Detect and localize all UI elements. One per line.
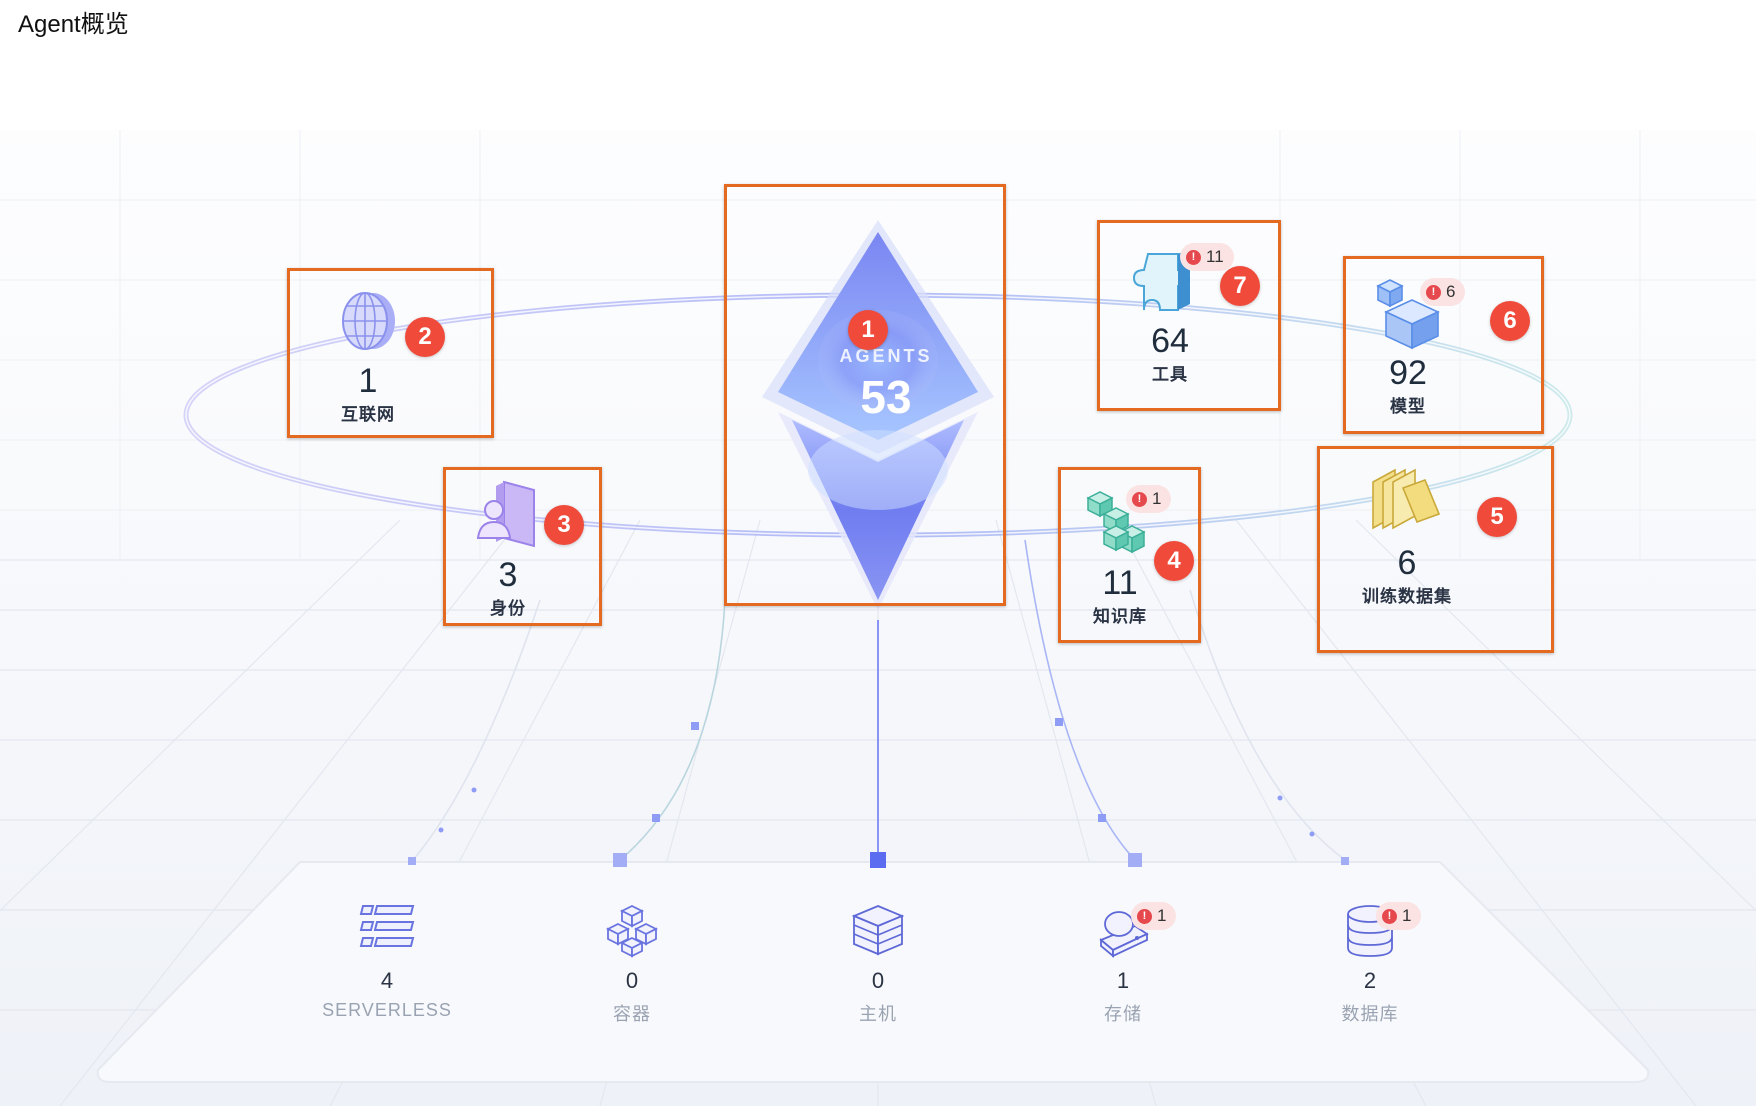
storage-count: 1 [1116,968,1130,993]
agents-count: 53 [860,371,912,423]
globe-icon [342,292,395,350]
dataset-label: 训练数据集 [1362,587,1452,606]
knowledge-highlight-box[interactable] [1058,467,1201,643]
internet-label: 互联网 [341,405,395,424]
page-title: Agent概览 [18,11,129,38]
host-count: 0 [871,968,885,993]
agents-label: AGENTS [839,346,933,366]
identity-node[interactable]: 3 身份 [458,476,558,619]
disk-icon [1099,911,1149,958]
bottom-item-storage[interactable]: 1 存储 [1043,902,1203,1026]
alert-icon: ! [1382,908,1397,924]
container-count: 0 [625,968,639,993]
host-label: 主机 [859,1004,897,1024]
marker-6: 6 [1490,301,1530,341]
internet-count: 1 [358,362,378,400]
tools-alert-count: 11 [1206,247,1224,266]
alert-icon: ! [1186,249,1201,265]
bottom-item-serverless[interactable]: 4 SERVERLESS [307,902,467,1021]
storage-label: 存储 [1104,1004,1142,1024]
dataset-count: 6 [1397,544,1417,582]
tools-count: 64 [1151,322,1189,360]
marker-5: 5 [1477,497,1517,537]
alert-icon: ! [1426,284,1441,300]
database-alert-badge[interactable]: ! 1 [1376,902,1422,930]
identity-count: 3 [498,556,518,594]
user-card-icon [476,480,535,548]
tools-highlight-box[interactable] [1097,220,1281,411]
marker-7: 7 [1220,266,1260,306]
database-alert-count: 1 [1402,906,1412,925]
knowledge-alert-count: 1 [1152,489,1162,508]
storage-alert-badge[interactable]: ! 1 [1131,902,1177,930]
internet-highlight-box[interactable] [287,268,494,438]
identity-highlight-box[interactable] [443,467,602,626]
tools-label: 工具 [1152,365,1188,384]
bottom-item-container[interactable]: 0 容器 [552,902,712,1026]
tools-alert-badge[interactable]: ! 11 [1180,243,1234,271]
dataset-highlight-box[interactable] [1317,446,1554,653]
marker-2: 2 [405,317,445,357]
internet-node[interactable]: 1 互联网 [318,286,418,425]
database-count: 2 [1363,968,1377,993]
bottom-item-database[interactable]: 2 数据库 [1290,902,1450,1026]
knowledge-label: 知识库 [1093,607,1147,626]
marker-4: 4 [1154,541,1194,581]
alert-icon: ! [1137,908,1152,924]
model-count: 92 [1389,354,1427,392]
server-icon [851,905,905,956]
marker-1: 1 [848,310,888,350]
serverless-label: SERVERLESS [322,1000,452,1020]
container-icon [605,904,659,958]
model-node[interactable]: 92 模型 [1358,272,1458,417]
stack-icon [1372,468,1441,530]
marker-3: 3 [544,505,584,545]
bottom-item-host[interactable]: 0 主机 [798,902,958,1026]
knowledge-alert-badge[interactable]: ! 1 [1126,485,1172,513]
model-alert-count: 6 [1446,282,1456,301]
serverless-count: 4 [380,968,394,993]
dataset-node[interactable]: 6 训练数据集 [1337,462,1477,607]
container-label: 容器 [613,1004,651,1024]
knowledge-count: 11 [1102,564,1138,602]
cubes-icon [1086,491,1146,554]
blocks-icon [1376,279,1440,350]
identity-label: 身份 [490,599,526,618]
model-highlight-box[interactable] [1343,256,1544,434]
model-alert-badge[interactable]: ! 6 [1420,278,1466,306]
database-label: 数据库 [1341,1004,1399,1024]
knowledge-node[interactable]: 11 知识库 [1070,484,1170,627]
agents-highlight-box[interactable] [724,184,1006,606]
list-icon [359,905,415,947]
model-label: 模型 [1390,397,1426,416]
storage-alert-count: 1 [1157,906,1167,925]
alert-icon: ! [1132,491,1147,507]
